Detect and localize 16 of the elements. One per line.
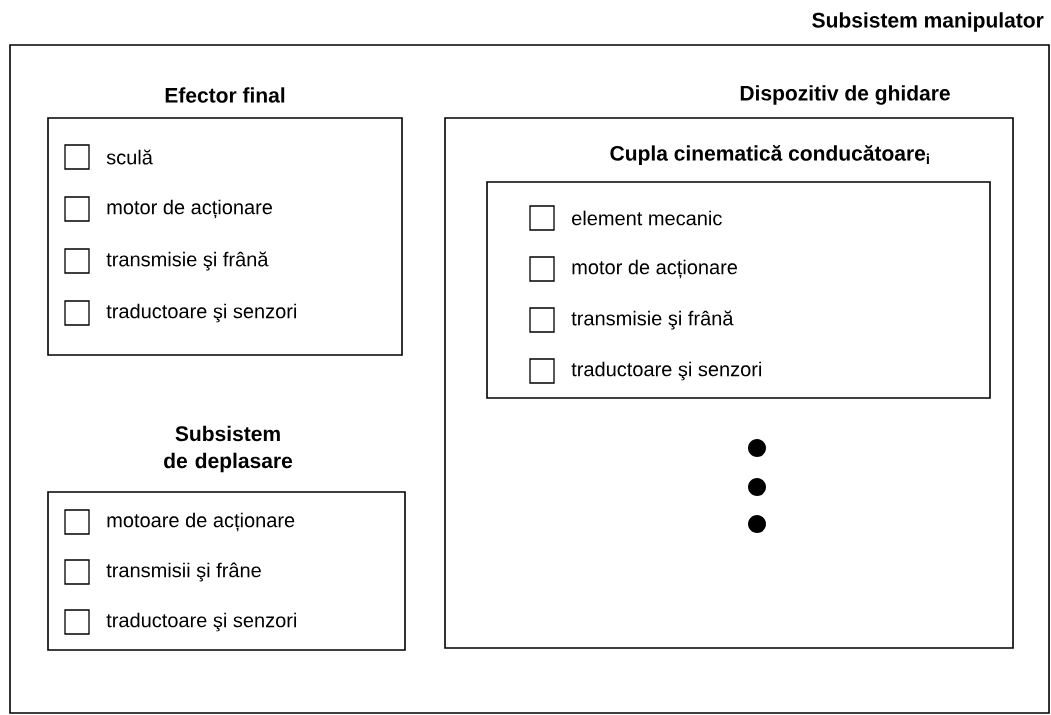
heading: Dispozitiv de ghidare xyxy=(740,85,950,105)
item-label: traductoare şi senzori xyxy=(106,612,296,632)
heading: Subsistem de deplasare xyxy=(164,425,293,473)
item-label: motoare de acționare xyxy=(107,512,295,532)
item-label: motor de acționare xyxy=(572,259,738,279)
item-label: element mecanic xyxy=(572,210,722,226)
item-label: sculă xyxy=(106,149,153,165)
item-label: traductoare şi senzori xyxy=(571,361,761,381)
item-label: traductoare şi senzori xyxy=(106,303,296,323)
heading: Efector final xyxy=(165,87,285,103)
item-label: transmisii şi frâne xyxy=(106,562,261,582)
item-label: motor de acționare xyxy=(107,199,273,219)
heading: Subsistem manipulator xyxy=(812,12,1044,32)
heading: Cupla cinematică conducătoare$_{i}$ xyxy=(610,145,929,165)
item-label: transmisie şi frână xyxy=(106,251,269,271)
item-label: transmisie şi frână xyxy=(571,310,734,330)
